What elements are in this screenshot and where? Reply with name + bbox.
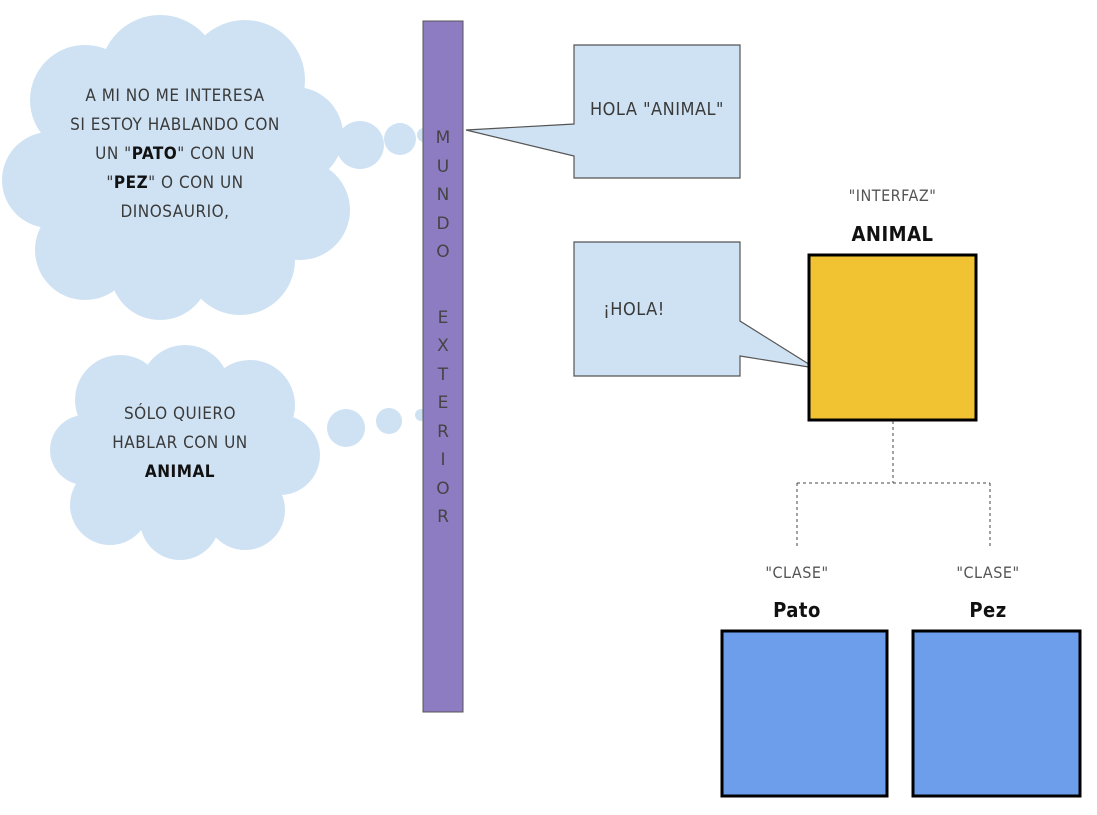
inheritance-connector [796, 421, 991, 548]
class-box-pato [720, 629, 889, 798]
thought-trail-top [336, 121, 431, 169]
thought-cloud-top [2, 15, 350, 320]
interface-box-animal [807, 253, 978, 422]
thought-cloud-bottom [50, 345, 320, 560]
class-box-pez [911, 629, 1082, 798]
speech-bubble-top [465, 44, 741, 179]
speech-bubble-bottom [573, 241, 816, 377]
mundo-exterior-wall [422, 20, 464, 713]
thought-trail-bottom [327, 408, 427, 447]
